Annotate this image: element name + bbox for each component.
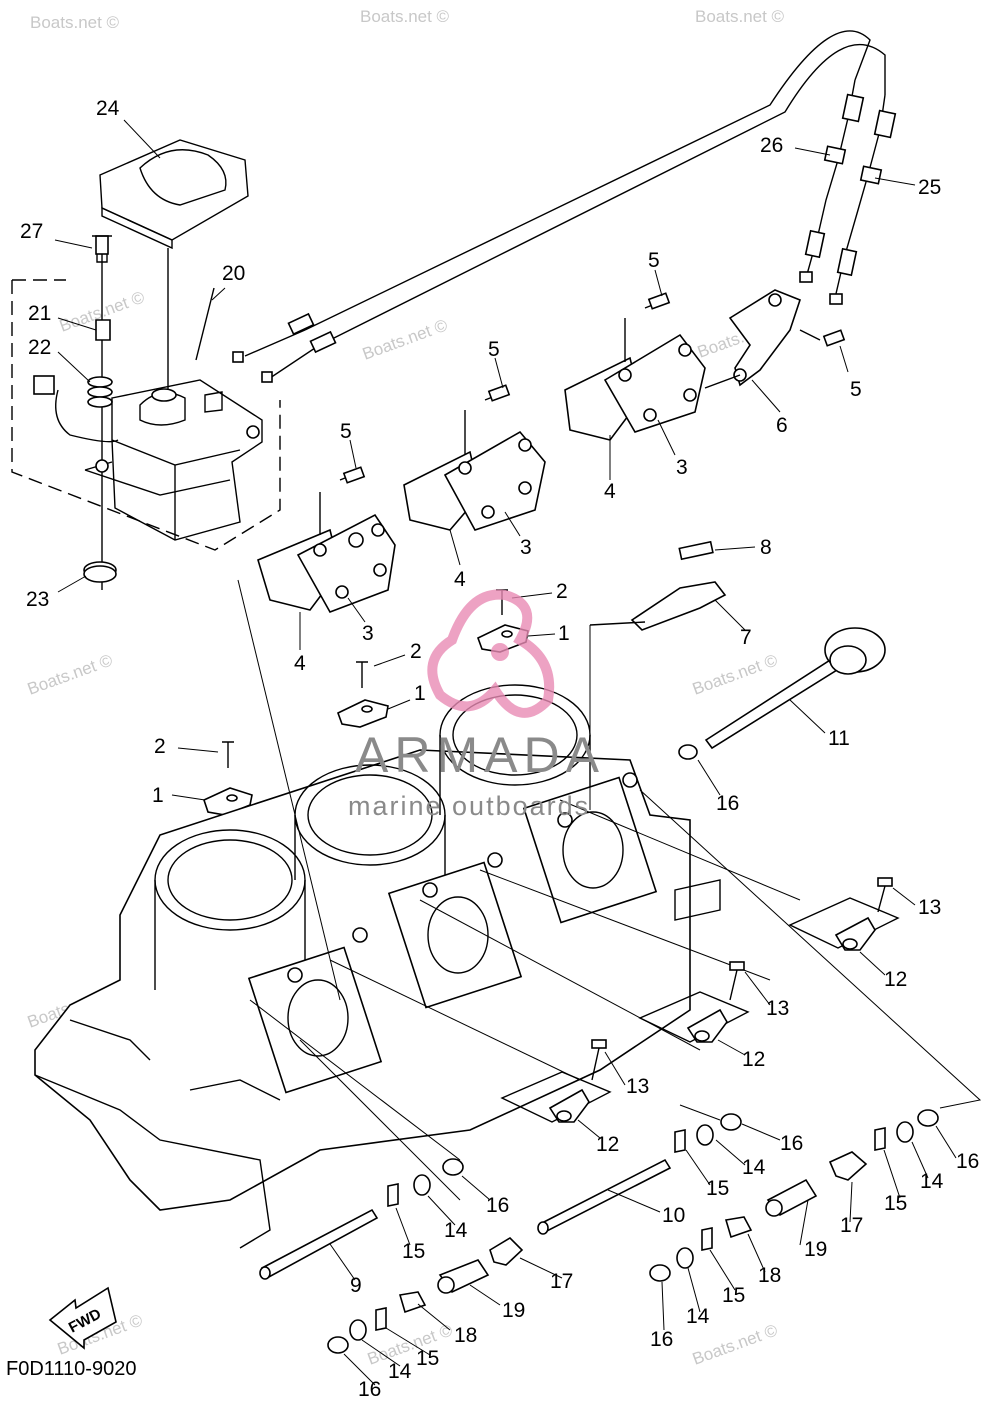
callout-13: 13 <box>626 1075 649 1098</box>
callout-16: 16 <box>358 1378 381 1401</box>
shaft-hardware <box>259 1109 939 1354</box>
callout-4: 4 <box>604 480 616 503</box>
callout-15: 15 <box>884 1192 907 1215</box>
callout-5: 5 <box>340 420 352 443</box>
callout-4: 4 <box>454 568 466 591</box>
leader-lines <box>54 119 957 1386</box>
callout-15: 15 <box>722 1284 745 1307</box>
brand-name: ARMADA <box>355 727 605 783</box>
callout-16: 16 <box>956 1150 979 1173</box>
fwd-arrow: FWD <box>48 1286 117 1350</box>
callout-12: 12 <box>742 1048 765 1071</box>
reed-valve-set <box>257 289 846 613</box>
callout-13: 13 <box>766 997 789 1020</box>
callout-1: 1 <box>414 682 426 705</box>
watermark-text: Boats.net © <box>690 650 781 698</box>
callout-2: 2 <box>410 640 422 663</box>
callout-7: 7 <box>740 626 752 649</box>
watermark-text: Boats.net © <box>30 13 120 32</box>
callout-14: 14 <box>920 1170 944 1193</box>
watermark-text: Boats.net © <box>360 7 450 26</box>
callout-2: 2 <box>556 580 568 603</box>
callout-8: 8 <box>760 536 772 559</box>
cylinder-block <box>34 684 721 1249</box>
callout-5: 5 <box>850 378 862 401</box>
callout-14: 14 <box>444 1219 468 1242</box>
callout-2: 2 <box>154 735 166 758</box>
callout-11: 11 <box>828 727 850 750</box>
callout-12: 12 <box>884 968 907 991</box>
diagram-code: F0D1110-9020 <box>6 1358 136 1380</box>
callout-19: 19 <box>502 1299 525 1322</box>
callout-27: 27 <box>20 220 43 243</box>
callout-18: 18 <box>758 1264 781 1287</box>
callout-4: 4 <box>294 652 306 675</box>
callout-1: 1 <box>152 784 164 807</box>
callout-3: 3 <box>676 456 688 479</box>
callout-22: 22 <box>28 336 51 359</box>
callout-1: 1 <box>558 622 570 645</box>
callout-15: 15 <box>706 1177 729 1200</box>
callout-20: 20 <box>222 262 245 285</box>
callout-23: 23 <box>26 588 49 611</box>
callout-12: 12 <box>596 1133 619 1156</box>
watermark-text: Boats.net © <box>695 7 785 26</box>
callout-26: 26 <box>760 134 783 157</box>
callout-14: 14 <box>388 1360 412 1383</box>
callout-10: 10 <box>662 1204 685 1227</box>
callout-3: 3 <box>362 622 374 645</box>
brand-logo: ARMADA marine outboards <box>348 589 605 821</box>
bracket-set <box>500 877 900 1123</box>
callout-5: 5 <box>488 338 500 361</box>
callout-3: 3 <box>520 536 532 559</box>
callout-17: 17 <box>840 1214 863 1237</box>
callout-18: 18 <box>454 1324 477 1347</box>
callout-16: 16 <box>716 792 739 815</box>
callout-5: 5 <box>648 249 660 272</box>
callout-14: 14 <box>742 1156 766 1179</box>
callout-labels: 24 27 20 21 22 23 26 25 5 5 5 5 6 3 3 3 … <box>20 97 979 1401</box>
reference-lines <box>237 579 982 1201</box>
electrical-box-assembly <box>11 139 281 590</box>
callout-17: 17 <box>550 1270 573 1293</box>
callout-13: 13 <box>918 896 941 919</box>
callout-15: 15 <box>402 1240 425 1263</box>
callout-25: 25 <box>918 176 941 199</box>
watermark-text: Boats.net © <box>360 315 451 363</box>
watermark-text: Boats.net © <box>25 650 116 698</box>
linkage-parts <box>589 540 886 760</box>
callout-21: 21 <box>28 302 51 325</box>
callout-16: 16 <box>780 1132 803 1155</box>
callout-19: 19 <box>804 1238 827 1261</box>
callout-6: 6 <box>776 414 788 437</box>
callout-14: 14 <box>686 1305 710 1328</box>
brand-tagline: marine outboards <box>348 791 590 821</box>
callout-16: 16 <box>486 1194 509 1217</box>
callout-24: 24 <box>96 97 120 120</box>
callout-9: 9 <box>350 1274 362 1297</box>
callout-15: 15 <box>416 1347 439 1370</box>
cable-assembly <box>232 30 897 383</box>
callout-16: 16 <box>650 1328 673 1351</box>
